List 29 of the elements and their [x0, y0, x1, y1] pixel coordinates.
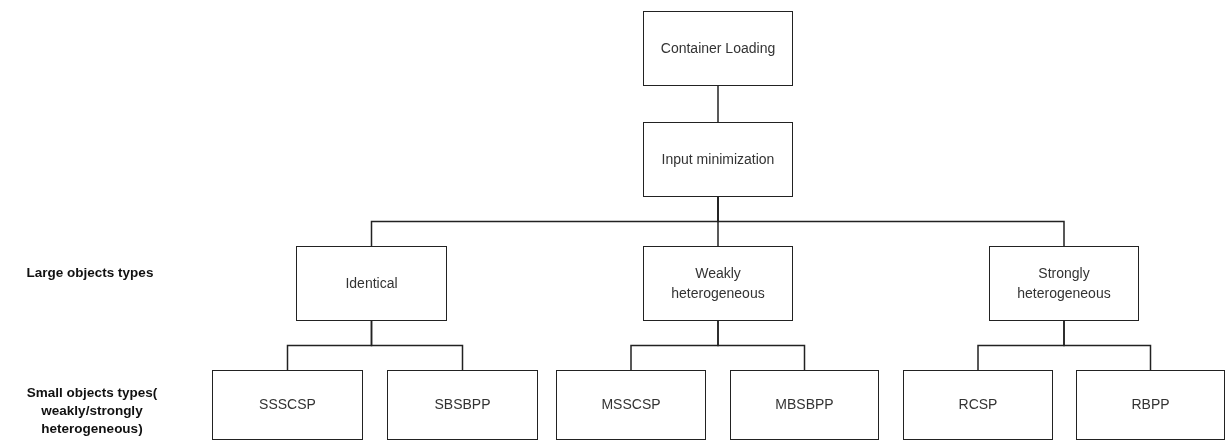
box-label: Identical: [345, 273, 398, 293]
category-box: [1076, 370, 1225, 440]
category-box: [643, 246, 793, 321]
category-box: [730, 370, 879, 440]
row-label: Large objects types: [25, 264, 155, 282]
connector-line: [1063, 320, 1152, 371]
box-label: Input minimization: [661, 149, 775, 169]
box-label: MSSCSP: [601, 395, 661, 415]
category-box: [212, 370, 363, 440]
box-label: SSSCSP: [259, 395, 316, 415]
connector-line: [717, 320, 806, 371]
category-box: [556, 370, 706, 440]
box-label: Weakly heterogeneous: [670, 263, 766, 303]
box-label: RBPP: [1131, 395, 1170, 415]
row-label: Small objects types( weakly/strongly heterogeneous): [25, 384, 159, 439]
category-box: [989, 246, 1139, 321]
category-box: [387, 370, 538, 440]
connector-line: [370, 320, 464, 371]
connector-line: [717, 85, 719, 123]
box-label: SBSBPP: [434, 395, 491, 415]
box-label: Container Loading: [660, 38, 776, 58]
category-box: [643, 122, 793, 197]
category-box: [903, 370, 1053, 440]
box-label: Strongly heterogeneous: [1016, 263, 1112, 303]
category-box: [643, 11, 793, 86]
category-box: [296, 246, 447, 321]
box-label: MBSBPP: [775, 395, 834, 415]
box-label: RCSP: [958, 395, 998, 415]
connector-line: [717, 196, 1065, 247]
